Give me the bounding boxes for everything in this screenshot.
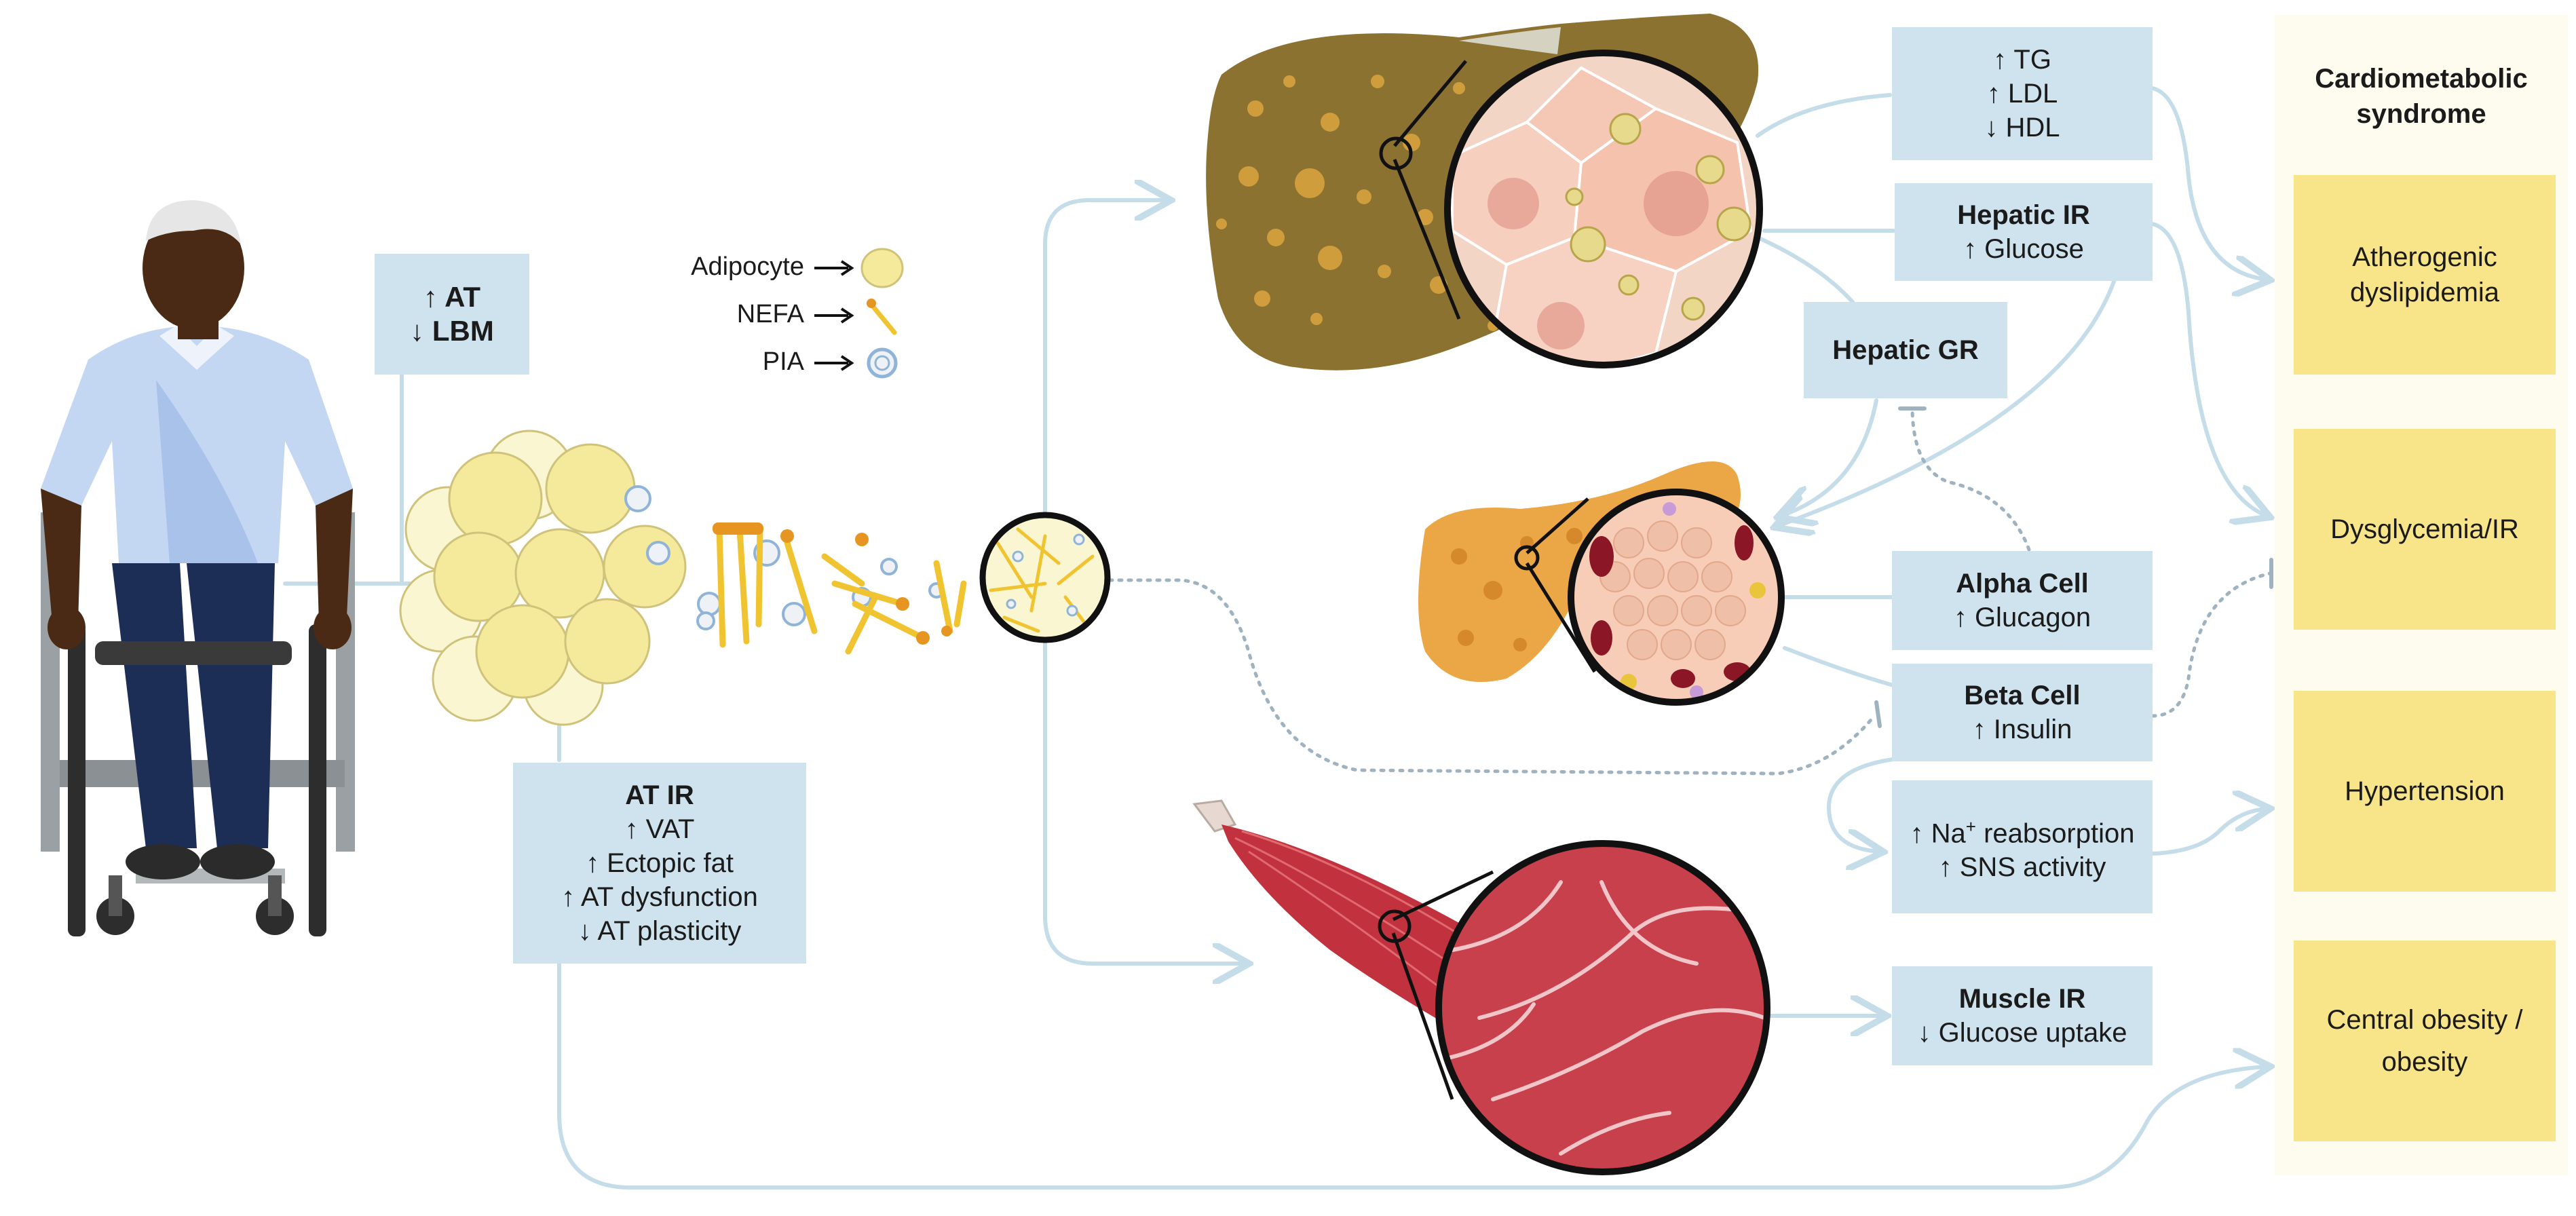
- lipid-hdl: ↓ HDL: [1984, 113, 2060, 142]
- beta-cell-sub: ↑ Insulin: [1972, 715, 2072, 744]
- arrow-to-liver: [1043, 200, 1167, 477]
- at-ir-item: ↑ AT dysfunction: [561, 882, 758, 912]
- arrow-to-obesity: [557, 958, 2267, 1190]
- arrow-liver-hepgr: [1756, 235, 1855, 304]
- arrows: [283, 86, 2267, 1190]
- inhibit-beta-dysgly: [2151, 571, 2272, 718]
- at-ir-title: AT IR: [625, 780, 694, 810]
- arrow-hepgr-panc: [1781, 398, 1878, 516]
- muscle-ir-box: Muscle IR ↓ Glucose uptake: [1892, 966, 2153, 1065]
- arrow-renal-htn: [2151, 809, 2267, 856]
- hepatic-gr-title: Hepatic GR: [1832, 335, 1979, 365]
- nefa-icon: [869, 303, 897, 335]
- syndrome-title: Cardiometabolic syndrome: [2315, 64, 2528, 129]
- person-wheelchair-icon: [41, 200, 355, 936]
- legend-pia-label: PIA: [762, 347, 804, 376]
- hepatic-gr-box: Hepatic GR: [1804, 302, 2007, 398]
- inhibitory-lines: [1107, 408, 2272, 776]
- alpha-cell-title: Alpha Cell: [1956, 569, 2089, 598]
- pancreas-zoom-icon: [1514, 489, 1785, 706]
- atherogenic-dyslipidemia-box: Atherogenic dyslipidemia: [2294, 175, 2556, 375]
- lbm-decrease-label: ↓ LBM: [410, 315, 494, 347]
- lipid-box: ↑ TG ↑ LDL ↓ HDL: [1892, 27, 2153, 160]
- obesity-box: Central obesity / obesity: [2294, 940, 2556, 1141]
- arrow-panc-beta: [1783, 646, 1895, 687]
- alpha-cell-sub: ↑ Glucagon: [1953, 603, 2091, 632]
- at-ir-item: ↑ VAT: [624, 814, 695, 844]
- hepatic-ir-sub: ↑ Glucose: [1963, 234, 2084, 264]
- muscle-ir-title: Muscle IR: [1958, 984, 2086, 1014]
- hypertension-box: Hypertension: [2294, 691, 2556, 892]
- dysglycemia-box: Dysglycemia/IR: [2294, 429, 2556, 630]
- lipid-tg: ↑ TG: [1993, 45, 2051, 75]
- adipose-tissue-icon: [399, 430, 687, 726]
- pia-icon: [867, 347, 898, 379]
- muscle-zoom-icon: [1378, 840, 1770, 1175]
- inhibit-alpha-hepgr: [1910, 408, 2031, 552]
- at-ir-item: ↑ Ectopic fat: [586, 848, 734, 878]
- arrow-to-muscle: [1043, 473, 1245, 964]
- adipocyte-icon: [860, 248, 904, 288]
- na-reabsorption-label: ↑ Na+ reabsorption: [1910, 816, 2135, 849]
- body-composition-box: ↑ AT ↓ LBM: [375, 254, 529, 375]
- nefa-heads: [713, 522, 952, 645]
- legend-nefa-label: NEFA: [736, 300, 804, 328]
- renal-sns-box: ↑ Na+ reabsorption ↑ SNS activity: [1892, 780, 2153, 913]
- sns-activity-label: ↑ SNS activity: [1938, 852, 2106, 883]
- beta-cell-box: Beta Cell ↑ Insulin: [1892, 664, 2153, 761]
- beta-cell-title: Beta Cell: [1964, 681, 2081, 710]
- arrow-hepir-dysgly: [2151, 222, 2267, 516]
- arrow-lipid-ather: [2151, 86, 2267, 280]
- nefa-strands: [716, 526, 967, 655]
- nefa-zoom-icon: [979, 512, 1111, 643]
- liver-zoom-icon: [1379, 50, 1763, 368]
- inhibit-bars: [1874, 406, 2273, 728]
- muscle-ir-sub: ↓ Glucose uptake: [1917, 1018, 2127, 1048]
- at-increase-label: ↑ AT: [423, 281, 480, 313]
- legend-icons: [814, 248, 904, 379]
- hepatic-ir-title: Hepatic IR: [1957, 200, 2090, 230]
- inhibit-at-beta: [1107, 578, 1876, 776]
- arrow-hepir-panc: [1778, 280, 2116, 526]
- at-ir-box: AT IR ↑ VAT ↑ Ectopic fat ↑ AT dysfuncti…: [513, 763, 806, 964]
- arrow-liver-lipid: [1756, 93, 1892, 138]
- hepatic-ir-box: Hepatic IR ↑ Glucose: [1895, 183, 2153, 281]
- at-ir-item: ↓ AT plasticity: [577, 916, 742, 946]
- legend-adipocyte-label: Adipocyte: [691, 252, 804, 281]
- alpha-cell-box: Alpha Cell ↑ Glucagon: [1892, 551, 2153, 650]
- lipid-ldl: ↑ LDL: [1986, 79, 2058, 109]
